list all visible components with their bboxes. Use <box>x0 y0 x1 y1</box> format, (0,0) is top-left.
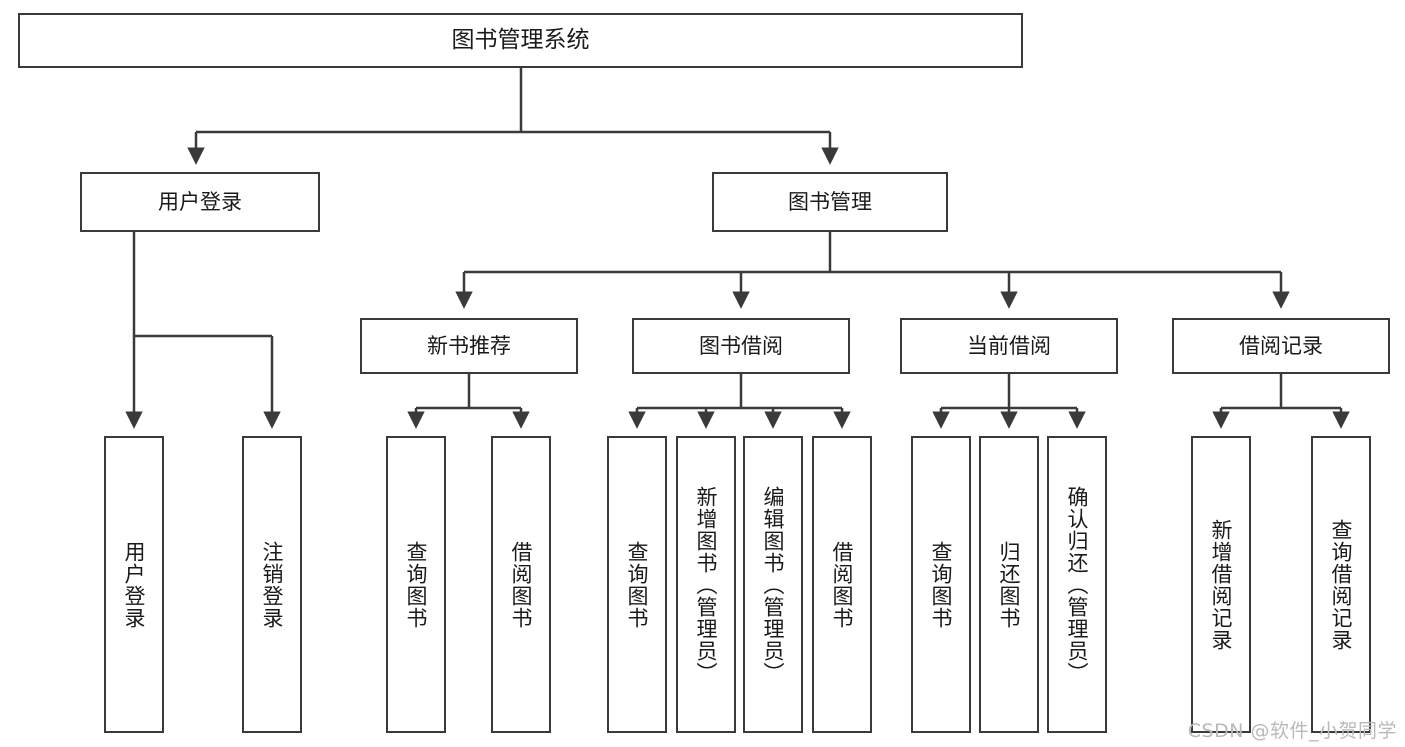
leaf-label: 归还图书 <box>997 540 1022 629</box>
leaf-label: 新增借阅记录 <box>1209 518 1234 651</box>
node-borrow-record[interactable]: 借阅记录 <box>1172 318 1390 374</box>
node-label: 用户登录 <box>158 189 242 214</box>
leaf-add-borrow-record[interactable]: 新增借阅记录 <box>1191 436 1251 733</box>
leaf-label: 查询图书 <box>929 540 954 629</box>
leaf-query-borrow-record[interactable]: 查询借阅记录 <box>1311 436 1371 733</box>
node-label: 新书推荐 <box>427 333 511 358</box>
leaf-label: 借阅图书 <box>830 540 855 629</box>
node-book-management[interactable]: 图书管理 <box>712 172 948 232</box>
leaf-borrow-book[interactable]: 借阅图书 <box>812 436 872 733</box>
leaf-edit-book-admin[interactable]: 编辑图书（管理员） <box>743 436 803 733</box>
node-root[interactable]: 图书管理系统 <box>18 13 1023 68</box>
leaf-borrow-book-recommend[interactable]: 借阅图书 <box>491 436 551 733</box>
leaf-label: 用户登录 <box>122 540 147 629</box>
node-book-borrow[interactable]: 图书借阅 <box>632 318 850 374</box>
leaf-user-login[interactable]: 用户登录 <box>104 436 164 733</box>
leaf-logout[interactable]: 注销登录 <box>242 436 302 733</box>
leaf-label: 查询借阅记录 <box>1329 518 1354 651</box>
leaf-label: 借阅图书 <box>509 540 534 629</box>
leaf-label: 注销登录 <box>260 540 285 629</box>
node-label: 图书管理 <box>788 189 872 214</box>
leaf-query-book-recommend[interactable]: 查询图书 <box>386 436 446 733</box>
node-current-borrow[interactable]: 当前借阅 <box>900 318 1118 374</box>
watermark: CSDN @软件_小贺同学 <box>1187 720 1397 742</box>
node-new-book-recommend[interactable]: 新书推荐 <box>360 318 578 374</box>
leaf-label: 查询图书 <box>404 540 429 629</box>
node-label: 图书借阅 <box>699 333 783 358</box>
leaf-add-book-admin[interactable]: 新增图书（管理员） <box>676 436 736 733</box>
node-label: 借阅记录 <box>1239 333 1323 358</box>
leaf-query-book-borrow[interactable]: 查询图书 <box>607 436 667 733</box>
node-root-label: 图书管理系统 <box>451 27 590 54</box>
leaf-return-book[interactable]: 归还图书 <box>979 436 1039 733</box>
leaf-confirm-return-admin[interactable]: 确认归还（管理员） <box>1047 436 1107 733</box>
leaf-label: 确认归还（管理员） <box>1065 485 1090 684</box>
node-label: 当前借阅 <box>967 333 1051 358</box>
leaf-label: 新增图书（管理员） <box>694 485 719 684</box>
leaf-label: 编辑图书（管理员） <box>761 485 786 684</box>
node-user-login[interactable]: 用户登录 <box>80 172 320 232</box>
leaf-label: 查询图书 <box>625 540 650 629</box>
leaf-query-book-current[interactable]: 查询图书 <box>911 436 971 733</box>
